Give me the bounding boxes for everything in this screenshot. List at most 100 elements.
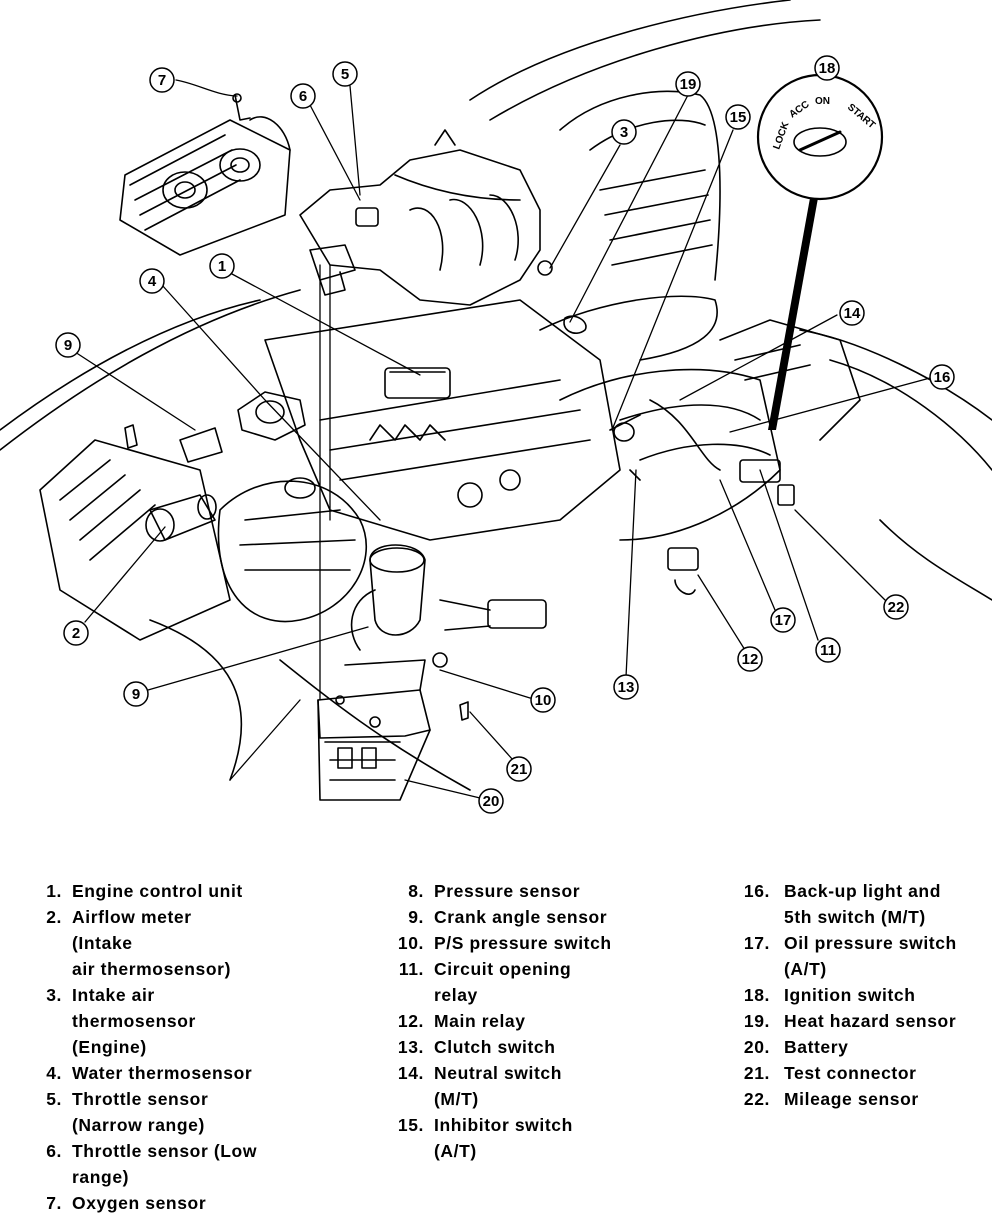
exhaust-manifold-oxygen-sensor xyxy=(119,93,291,256)
legend-column-1: 1. Engine control unit 2.Airflow meter (In… xyxy=(36,878,336,1216)
svg-text:10: 10 xyxy=(535,692,552,709)
legend-item: 18.Ignition switch xyxy=(736,982,986,1008)
callout-2: 2 xyxy=(63,620,89,646)
thermostat-housing xyxy=(237,391,306,441)
callout-5: 5 xyxy=(332,61,358,87)
legend-item-label: Test connector xyxy=(784,1063,917,1083)
legend-item-number: 20. xyxy=(743,1037,770,1057)
intake-manifold xyxy=(299,129,553,306)
svg-text:2: 2 xyxy=(72,625,80,642)
svg-text:3: 3 xyxy=(620,124,628,141)
battery xyxy=(317,659,469,801)
leader-lines xyxy=(74,79,931,799)
legend-item-number: 5. xyxy=(46,1089,62,1109)
legend-item: 17. Oil pressure switch (A/T) xyxy=(736,930,986,982)
legend-item-number: 19. xyxy=(743,1011,770,1031)
legend-item-label: Back-up light and 5th switch (M/T) xyxy=(784,881,942,927)
legend-item: 4. Water thermosensor xyxy=(36,1060,336,1086)
callout-11: 11 xyxy=(815,637,841,663)
legend-item: 2.Airflow meter (Intake air thermosensor… xyxy=(36,904,336,982)
callout-14: 14 xyxy=(839,300,865,326)
legend-item-number: 15. xyxy=(397,1115,424,1135)
engine-component-diagram: LOCK ACC ON START 7 5 6 3 xyxy=(0,0,992,814)
legend-item: 3.Intake air thermosensor (Engine) xyxy=(36,982,336,1060)
svg-text:22: 22 xyxy=(888,599,905,616)
callout-13: 13 xyxy=(613,674,639,700)
legend-item: 6.Throttle sensor (Low range) xyxy=(36,1138,336,1190)
legend-item-number: 9. xyxy=(408,907,424,927)
legend-item-label: Oil pressure switch (A/T) xyxy=(784,933,957,979)
callout-7: 7 xyxy=(149,67,175,93)
svg-text:7: 7 xyxy=(158,72,166,89)
legend-item-number: 1. xyxy=(46,881,62,901)
legend-item-number: 11. xyxy=(398,959,424,979)
transmission xyxy=(559,319,861,541)
legend-item-number: 7. xyxy=(46,1193,62,1213)
legend-item-number: 13. xyxy=(397,1037,424,1057)
legend-item: 20.Battery xyxy=(736,1034,986,1060)
callout-17: 17 xyxy=(770,607,796,633)
legend-item: 21. Test connector xyxy=(736,1060,986,1086)
callout-22: 22 xyxy=(883,594,909,620)
legend-item-label: Engine control unit xyxy=(72,881,243,901)
svg-text:18: 18 xyxy=(819,60,836,77)
legend-item-label: Oxygen sensor xyxy=(72,1193,207,1213)
legend-item: 12.Main relay xyxy=(388,1008,688,1034)
legend-item-number: 17. xyxy=(743,933,770,953)
legend-item: 22. Mileage sensor xyxy=(736,1086,986,1112)
legend-item: 13. Clutch switch xyxy=(388,1034,688,1060)
svg-text:6: 6 xyxy=(299,88,307,105)
callout-21: 21 xyxy=(506,756,532,782)
legend-item-number: 4. xyxy=(46,1063,62,1083)
callout-circles: 7 5 6 3 19 15 18 4 1 9 14 16 2 9 10 21 2… xyxy=(55,55,955,814)
legend-item-label: Water thermosensor xyxy=(72,1063,253,1083)
seat-outline xyxy=(539,90,721,361)
legend-item-label: Circuit opening relay xyxy=(434,959,572,1005)
svg-text:9: 9 xyxy=(132,686,140,703)
legend-item-number: 16. xyxy=(743,881,770,901)
power-steering-pump xyxy=(350,544,547,668)
legend-item: 9. Crank angle sensor xyxy=(388,904,688,930)
svg-text:17: 17 xyxy=(775,612,792,629)
relays-and-connectors xyxy=(563,315,699,595)
legend-item-label: Intake air thermosensor (Engine) xyxy=(72,985,196,1057)
svg-text:20: 20 xyxy=(483,793,500,810)
legend-item-number: 21. xyxy=(743,1063,770,1083)
ignition-acc-label: ACC xyxy=(787,99,811,120)
legend-item: 1. Engine control unit xyxy=(36,878,336,904)
svg-text:12: 12 xyxy=(742,651,759,668)
legend-item-label: Crank angle sensor xyxy=(434,907,608,927)
svg-text:11: 11 xyxy=(820,642,836,659)
legend-item: 7. Oxygen sensor xyxy=(36,1190,336,1216)
svg-text:5: 5 xyxy=(341,66,349,83)
legend-item-number: 10. xyxy=(397,933,424,953)
legend-item-label: Main relay xyxy=(434,1011,526,1031)
legend-item-label: Pressure sensor xyxy=(434,881,581,901)
callout-3: 3 xyxy=(611,119,637,145)
legend-item: 5.Throttle sensor (Narrow range) xyxy=(36,1086,336,1138)
legend-item-label: Airflow meter (Intake air thermosensor) xyxy=(72,907,231,979)
callout-1: 1 xyxy=(209,253,235,279)
callout-15: 15 xyxy=(725,104,751,130)
svg-text:19: 19 xyxy=(680,76,697,93)
callout-19: 19 xyxy=(675,71,701,97)
radiator-and-airflow-meter xyxy=(39,424,231,641)
legend-item-number: 22. xyxy=(743,1089,770,1109)
callout-20: 20 xyxy=(478,788,504,814)
svg-text:1: 1 xyxy=(218,258,226,275)
legend-item: 19.Heat hazard sensor xyxy=(736,1008,986,1034)
legend-item-label: P/S pressure switch xyxy=(434,933,612,953)
legend-item-label: Throttle sensor (Low range) xyxy=(72,1141,258,1187)
legend-item: 14.Neutral switch (M/T) xyxy=(388,1060,688,1112)
legend-item-label: Neutral switch (M/T) xyxy=(434,1063,563,1109)
ignition-lock-label: LOCK xyxy=(771,120,791,151)
legend-item: 15.Inhibitor switch (A/T) xyxy=(388,1112,688,1164)
callout-12: 12 xyxy=(737,646,763,672)
ignition-switch: LOCK ACC ON START xyxy=(756,73,884,430)
legend-item-label: Clutch switch xyxy=(434,1037,556,1057)
fan-and-pulley xyxy=(217,477,368,623)
svg-text:9: 9 xyxy=(64,337,72,354)
callout-6: 6 xyxy=(290,83,316,109)
legend-item-label: Mileage sensor xyxy=(784,1089,919,1109)
